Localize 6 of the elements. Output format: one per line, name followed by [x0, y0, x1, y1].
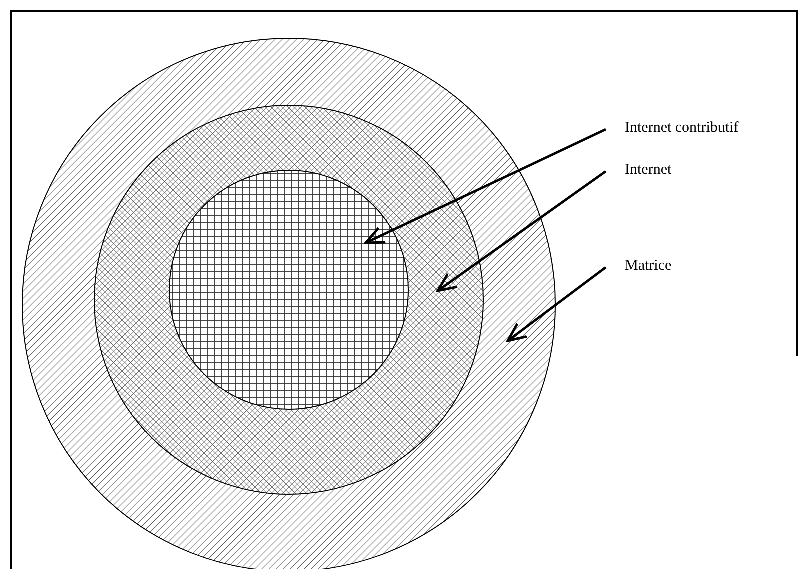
leader-arrow: [506, 266, 607, 342]
callout-label: Internet contributif: [625, 120, 739, 137]
callout-label: Matrice: [625, 258, 672, 275]
callout-label: Internet: [625, 162, 672, 179]
leader-arrow: [436, 170, 607, 292]
leader-arrow: [364, 128, 607, 244]
